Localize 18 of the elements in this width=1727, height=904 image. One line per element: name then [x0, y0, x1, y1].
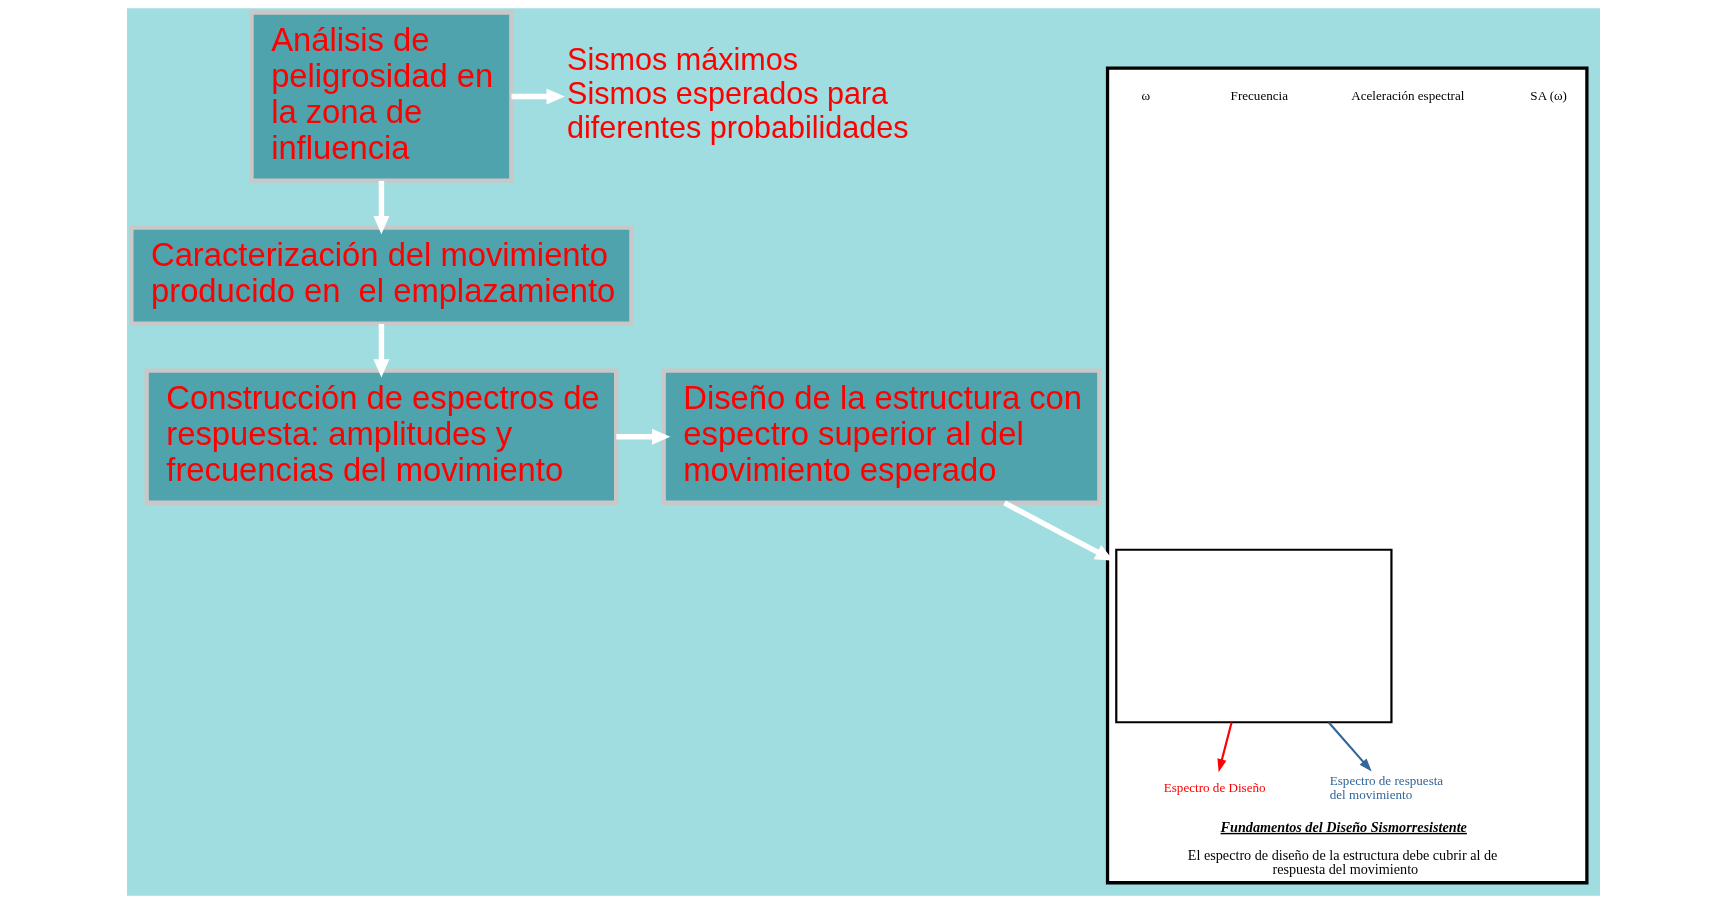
node-text: Espectro de respuesta del movimiento	[1329, 773, 1444, 803]
label: SA (ω)	[1530, 87, 1567, 103]
node-box	[1115, 548, 1393, 724]
arrow	[616, 428, 671, 445]
node-box: Construcción de espectros de respuesta: amplitudes y frecuencias del movimiento	[144, 368, 619, 505]
node-box: Caracterización del movimiento producido en el emplazamiento	[129, 225, 634, 326]
arrow	[373, 180, 390, 235]
label: Aceleración espectral	[1351, 87, 1465, 103]
node-box: Diseño de la estructura con espectro superior al del movimiento esperado	[661, 368, 1102, 505]
label: ω	[1141, 87, 1151, 103]
arrow	[1328, 721, 1372, 772]
arrow	[1217, 722, 1233, 773]
node-text: Espectro de Diseño	[1163, 780, 1266, 796]
label: Frecuencia	[1230, 87, 1289, 103]
node-text: Sismos máximos Sismos esperados para diferentes probabilidades	[567, 42, 909, 144]
node-box: Análisis de peligrosidad en la zona de influencia	[249, 10, 514, 183]
arrow	[373, 324, 390, 378]
arrow	[511, 88, 565, 105]
